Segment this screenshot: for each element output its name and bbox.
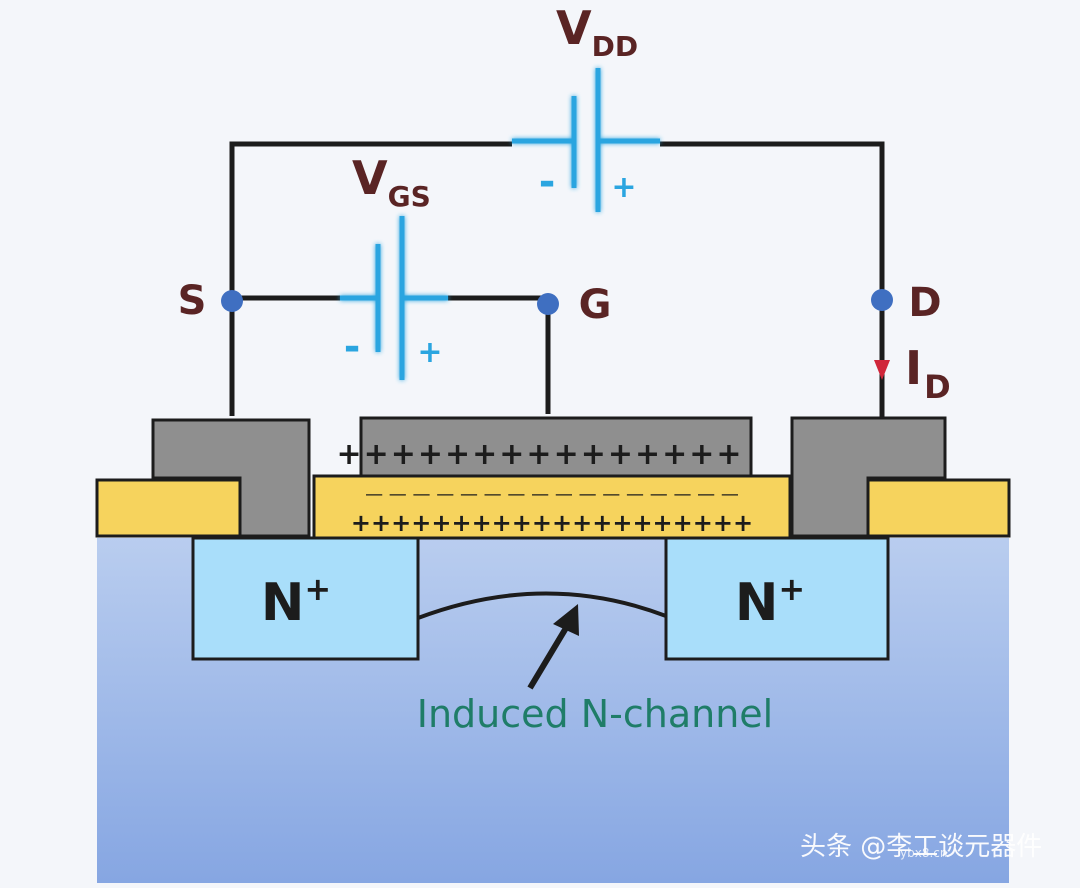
watermark-small: ybx8.cn	[900, 846, 947, 860]
gate-plus-charges: +++++++++++++++	[336, 437, 743, 472]
vgs-loop-wire	[232, 295, 551, 414]
n-plus-source-region	[191, 536, 420, 661]
oxide-minus-charges: — — — — — — — — — — — — — — — —	[365, 484, 739, 505]
vdd-minus-sign: -	[539, 159, 556, 205]
vdd-label: VDD	[556, 1, 638, 63]
source-terminal	[221, 290, 243, 312]
vdd-loop-wire	[229, 141, 885, 418]
drain-terminal	[871, 289, 893, 311]
n-plus-drain-label: N+	[735, 570, 805, 633]
channel-arrowhead	[553, 604, 579, 636]
oxide-plus-charges: ++++++++++++++++++++	[351, 509, 753, 537]
oxide-left	[95, 478, 242, 538]
channel-pointer-arrow	[527, 621, 572, 690]
oxide-right	[866, 478, 1011, 538]
gate-label: G	[579, 282, 612, 328]
drain-contact	[790, 416, 947, 538]
vgs-battery-icon	[340, 216, 448, 380]
vdd-battery-icon	[512, 68, 660, 212]
drain-label: D	[908, 280, 941, 326]
source-contact	[151, 418, 311, 538]
vgs-minus-sign: -	[344, 324, 361, 370]
vgs-plus-sign: +	[417, 335, 442, 370]
vdd-plus-sign: +	[611, 170, 636, 205]
gate-terminal	[537, 293, 559, 315]
induced-channel-curve	[417, 591, 667, 620]
oxide-gate	[312, 474, 792, 540]
drain-current-arrow-icon	[874, 360, 890, 380]
channel-label: Induced N-channel	[417, 692, 773, 736]
watermark-text: 头条 @李工谈元器件	[800, 832, 1042, 862]
vgs-label: VGS	[352, 151, 431, 213]
source-label: S	[178, 278, 207, 324]
drain-current-label: ID	[905, 341, 951, 406]
gate-electrode	[359, 416, 753, 478]
n-plus-source-label: N+	[261, 570, 331, 633]
